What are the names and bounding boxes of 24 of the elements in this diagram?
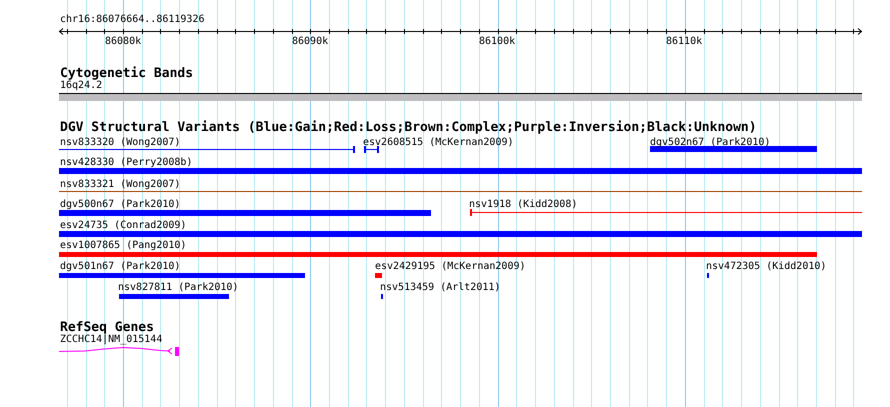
- variant-label: dgv500n67 (Park2010): [60, 199, 180, 210]
- variant-label: dgv501n67 (Park2010): [60, 261, 180, 272]
- variant-label: nsv472305 (Kidd2010): [706, 261, 826, 272]
- tick-label: 86110k: [666, 36, 702, 47]
- variant-label: esv1007865 (Pang2010): [60, 240, 186, 251]
- variant-label: esv2608515 (McKernan2009): [363, 137, 514, 148]
- variant-label: esv2429195 (McKernan2009): [375, 261, 526, 272]
- tick-label: 86100k: [479, 36, 516, 47]
- variant-label: nsv833320 (Wong2007): [60, 137, 180, 148]
- region-coordinates: chr16:86076664..86119326: [60, 14, 204, 25]
- gene-label: ZCCHC14|NM_015144: [60, 334, 162, 345]
- band-label: 16q24.2: [60, 80, 102, 91]
- variant-label: nsv428330 (Perry2008b): [60, 157, 192, 168]
- variant-label: nsv833321 (Wong2007): [60, 179, 180, 190]
- variant-label: nsv513459 (Arlt2011): [380, 282, 500, 293]
- variant-label: esv24735 (Conrad2009): [60, 220, 186, 231]
- variant-label: nsv827811 (Park2010): [118, 282, 238, 293]
- variant-label: nsv1918 (Kidd2008): [469, 199, 578, 210]
- tick-label: 86090k: [292, 36, 328, 47]
- track-title: Cytogenetic Bands: [60, 67, 194, 80]
- track-title: DGV Structural Variants (Blue:Gain;Red:Loss;Brown:Complex;Purple:Inversion;Black:Unknown): [60, 121, 757, 134]
- variant-label: dgv502n67 (Park2010): [650, 137, 770, 148]
- tick-label: 86080k: [105, 36, 142, 47]
- track-title: RefSeq Genes: [60, 321, 154, 334]
